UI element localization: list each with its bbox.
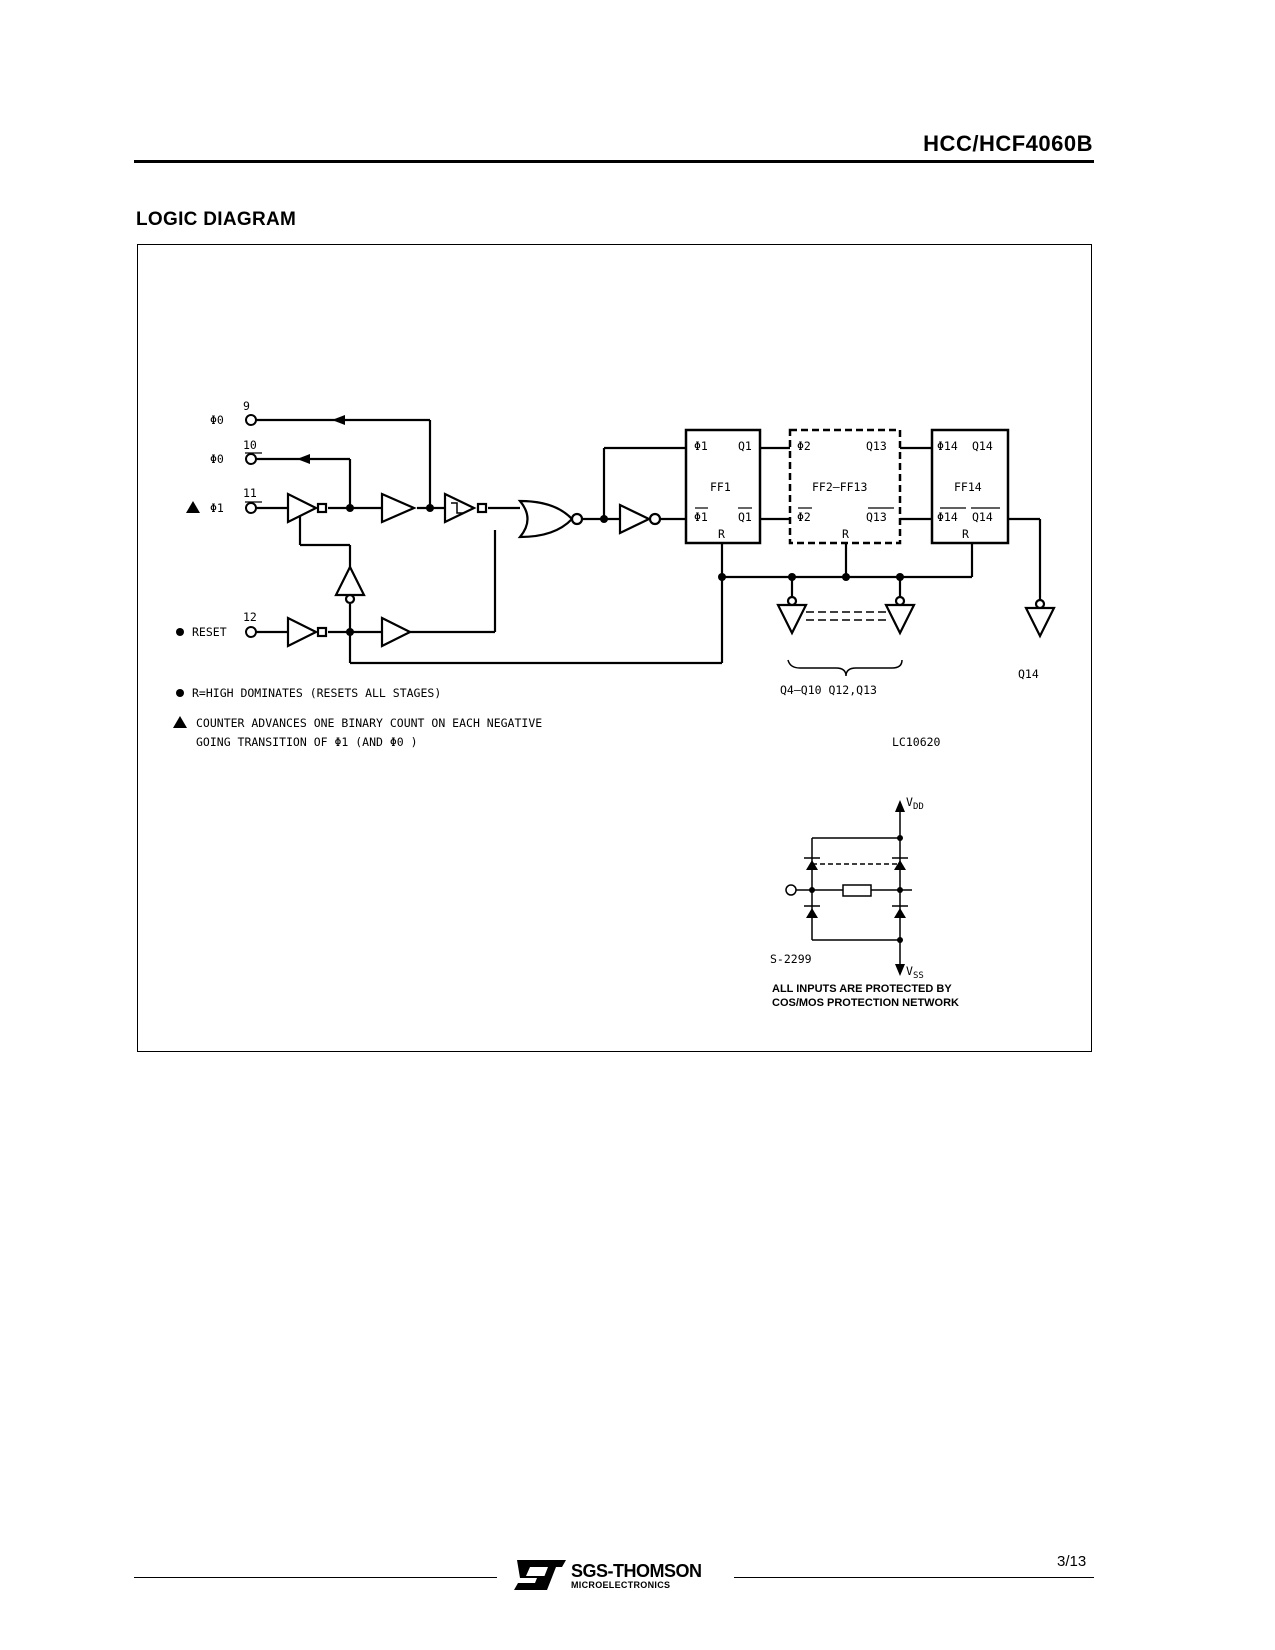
diagram-frame	[137, 244, 1092, 1052]
inverter-3-bubble	[476, 502, 488, 514]
note-2-triangle-icon	[173, 716, 187, 728]
reset-inverter-1	[286, 616, 319, 648]
ff14-block	[930, 428, 1010, 545]
output-buffer-q14	[1024, 606, 1056, 639]
output-buffer-q14-bubble	[1034, 598, 1046, 610]
tristate-bubble	[344, 593, 356, 605]
output-buffer-q13-bubble	[894, 595, 906, 607]
inverter-3	[443, 492, 477, 524]
bullet-marker-icon	[176, 628, 184, 636]
pin-11-terminal	[245, 502, 257, 514]
triangle-marker-icon	[186, 501, 200, 513]
ff1-top-right: Q1	[738, 439, 752, 453]
ff1-top-left: Φ1	[694, 439, 708, 453]
page-number: 3/13	[1057, 1553, 1087, 1570]
footer-rule-left	[134, 1577, 497, 1578]
vdd-label: VDD	[906, 795, 924, 812]
ff1-bottom-right: Q1	[738, 510, 752, 524]
nor-gate	[517, 499, 574, 539]
nor-gate-bubble	[570, 512, 584, 526]
inverter-4-bubble	[648, 512, 662, 526]
ff2-name: FF2–FF13	[812, 480, 867, 494]
ff2-top-right: Q13	[866, 439, 887, 453]
ff1-bottom-left: Φ1	[694, 510, 708, 524]
arrow-pin10	[297, 454, 310, 464]
note-1: R=HIGH DOMINATES (RESETS ALL STAGES)	[192, 686, 441, 700]
q14-output-label: Q14	[1018, 667, 1039, 681]
note-1-bullet-icon	[176, 689, 184, 697]
ff1-name: FF1	[710, 480, 731, 494]
pin-9-label: Φ0	[210, 413, 224, 427]
output-buffer-q4-bubble	[786, 595, 798, 607]
reset-buffer-2	[380, 616, 413, 648]
diode-4-icon	[894, 908, 906, 918]
pin-12-number: 12	[243, 610, 257, 624]
note-2-line-1: COUNTER ADVANCES ONE BINARY COUNT ON EAC…	[196, 716, 542, 730]
ff2-bottom-left: Φ2	[797, 510, 811, 524]
protection-note-line-1: ALL INPUTS ARE PROTECTED BY	[772, 983, 952, 995]
output-buffer-q13	[884, 603, 916, 636]
outputs-label: Q4–Q10 Q12,Q13	[780, 683, 877, 697]
pin-10-label: Φ0	[210, 452, 224, 466]
ff14-name: FF14	[954, 480, 982, 494]
part-number-title: HCC/HCF4060B	[923, 131, 1093, 156]
vss-label: VSS	[906, 964, 924, 981]
diode-3-icon	[806, 908, 818, 918]
diode-1-icon	[806, 860, 818, 870]
tristate-buffer	[334, 564, 366, 597]
ff2-ff13-block	[788, 428, 902, 545]
ff14-bottom-left: Φ14	[937, 510, 958, 524]
protection-code: S-2299	[770, 952, 812, 966]
ff2-top-left: Φ2	[797, 439, 811, 453]
ff1-reset: R	[718, 527, 725, 541]
pin-10-terminal	[245, 453, 257, 465]
st-logo-icon	[514, 1560, 566, 1590]
output-buffer-q4	[776, 603, 808, 636]
outputs-bracket	[787, 659, 903, 677]
pin-9-number: 9	[243, 399, 250, 413]
protection-input-terminal	[785, 884, 797, 896]
pin-11-number: 11	[243, 486, 257, 500]
pin-12-label: RESET	[192, 625, 227, 639]
pin-10-number: 10	[243, 438, 257, 452]
protection-note-line-2: COS/MOS PROTECTION NETWORK	[772, 997, 959, 1009]
footer-rule-right	[734, 1577, 1094, 1578]
brand-name: SGS-THOMSON	[571, 1561, 702, 1581]
pin-11-label: Φ1	[210, 501, 224, 515]
pin-12-terminal	[245, 626, 257, 638]
ff2-reset: R	[842, 527, 849, 541]
reset-inverter-bubble	[316, 626, 328, 638]
arrow-pin9	[332, 415, 345, 425]
diode-2-icon	[894, 860, 906, 870]
ff2-bottom-right: Q13	[866, 510, 887, 524]
inverter-4	[618, 503, 652, 535]
note-2-line-2: GOING TRANSITION OF Φ1 (AND Φ0 )	[196, 735, 418, 749]
header-rule	[134, 160, 1094, 163]
buffer-2	[380, 492, 417, 524]
ff1-block	[684, 428, 762, 545]
inverter-1	[286, 492, 319, 524]
brand-subtitle: MICROELECTRONICS	[571, 1580, 671, 1590]
ff14-top-left: Φ14	[937, 439, 958, 453]
vss-arrow-icon	[895, 964, 905, 976]
inverter-1-bubble	[316, 502, 328, 514]
ff14-bottom-right: Q14	[972, 510, 993, 524]
pin-9-terminal	[245, 414, 257, 426]
section-title: LOGIC DIAGRAM	[136, 209, 297, 230]
drawing-code: LC10620	[892, 735, 941, 749]
ff14-top-right: Q14	[972, 439, 993, 453]
ff14-reset: R	[962, 527, 969, 541]
vdd-arrow-icon	[895, 800, 905, 812]
